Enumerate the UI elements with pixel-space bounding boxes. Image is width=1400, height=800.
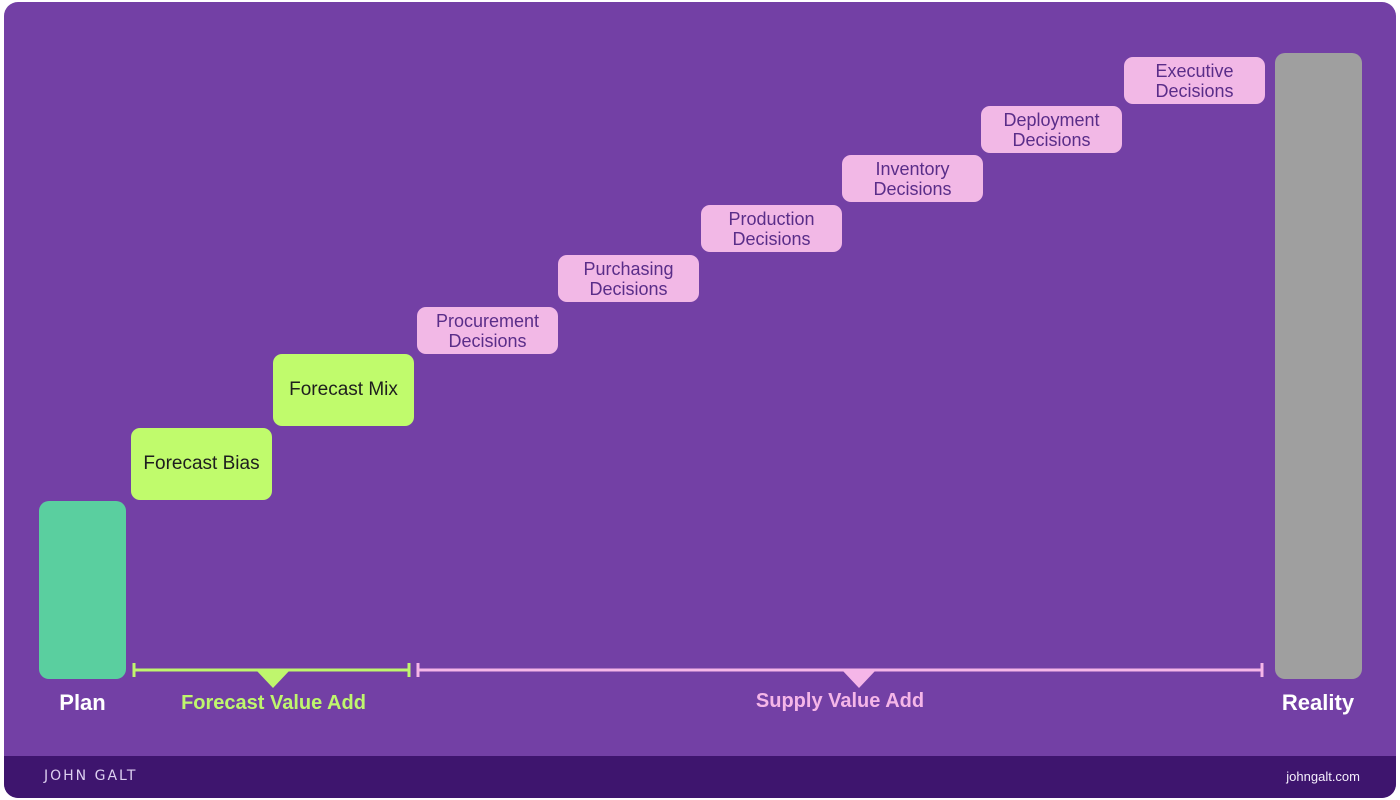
plan-bar — [39, 501, 126, 679]
step-executive-decisions: Executive Decisions — [1124, 57, 1265, 104]
step-procurement-decisions: Procurement Decisions — [417, 307, 558, 354]
step-inventory-decisions: Inventory Decisions — [842, 155, 983, 202]
reality-bar — [1275, 53, 1362, 679]
forecast-bracket — [132, 663, 411, 688]
supply-value-add-label: Supply Value Add — [755, 690, 925, 712]
brand-logo: JOHN GALT — [44, 768, 138, 784]
forecast-value-add-label: Forecast Value Add — [181, 692, 366, 714]
plan-label: Plan — [59, 690, 106, 715]
supply-bracket — [416, 663, 1264, 688]
step-purchasing-decisions: Purchasing Decisions — [558, 255, 699, 302]
step-forecast-mix: Forecast Mix — [273, 354, 414, 426]
brackets-layer — [132, 663, 1264, 688]
diagram-canvas: Forecast Bias Forecast Mix Procurement D… — [4, 2, 1396, 798]
website-link[interactable]: johngalt.com — [1286, 769, 1360, 784]
step-production-decisions: Production Decisions — [701, 205, 842, 252]
footer: JOHN GALT johngalt.com — [4, 756, 1396, 798]
reality-label: Reality — [1281, 690, 1355, 715]
step-deployment-decisions: Deployment Decisions — [981, 106, 1122, 153]
step-forecast-bias: Forecast Bias — [131, 428, 272, 500]
